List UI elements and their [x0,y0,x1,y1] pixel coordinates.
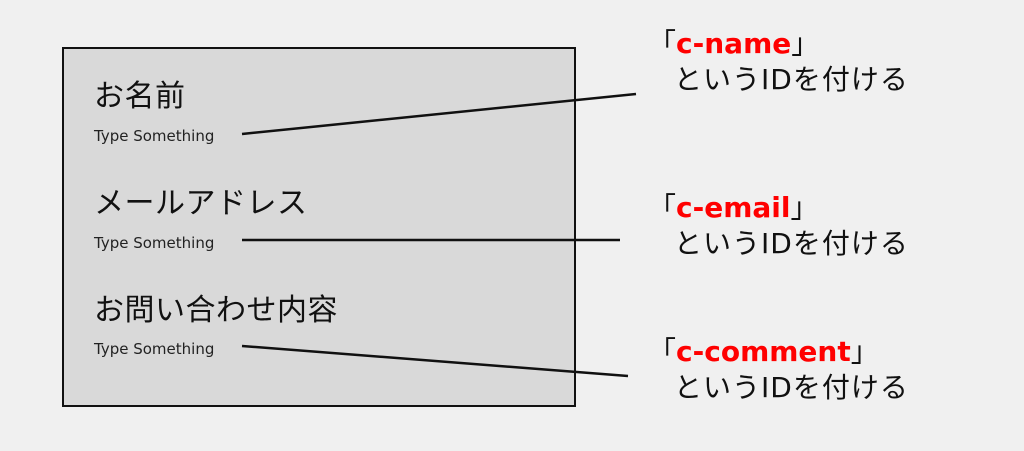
field-label-comment: お問い合わせ内容 [94,293,338,328]
annotation-c-name: 「c-name」 というIDを付ける [648,26,909,98]
annotation-c-comment: 「c-comment」 というIDを付ける [648,334,909,406]
open-bracket: 「 [648,191,677,224]
field-label-name: お名前 [94,79,186,114]
open-bracket: 「 [648,335,677,368]
annotation-id-line: 「c-comment」 [648,334,909,370]
field-placeholder-email: Type Something [94,234,215,252]
id-name-text: c-comment [676,335,851,368]
annotation-id-line: 「c-name」 [648,26,909,62]
id-name-text: c-email [676,191,791,224]
form-mockup-panel: お名前 Type Something メールアドレス Type Somethin… [62,47,576,407]
field-placeholder-comment: Type Something [94,340,215,358]
connector-line-name [241,92,637,136]
annotation-id-line: 「c-email」 [648,190,909,226]
field-placeholder-name: Type Something [94,127,215,145]
close-bracket: 」 [791,27,820,60]
annotation-c-email: 「c-email」 というIDを付ける [648,190,909,262]
open-bracket: 「 [648,27,677,60]
annotation-description: というIDを付ける [674,227,909,260]
close-bracket: 」 [850,335,879,368]
id-name-text: c-name [676,27,792,60]
close-bracket: 」 [790,191,819,224]
field-label-email: メールアドレス [94,186,308,221]
annotation-description: というIDを付ける [674,63,909,96]
annotation-description: というIDを付ける [674,371,909,404]
connector-line-comment [241,344,629,378]
